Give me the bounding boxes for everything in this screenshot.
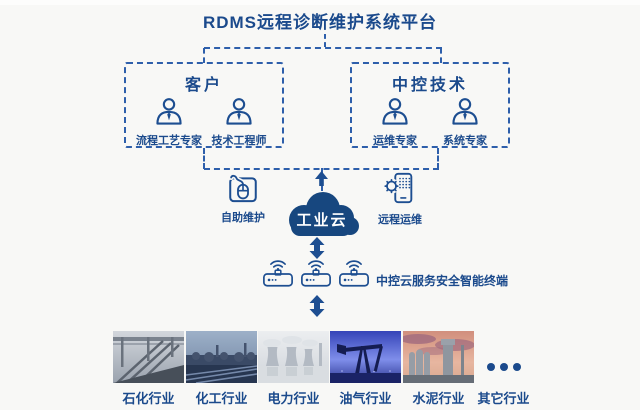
cloud-icon xyxy=(280,189,364,239)
industry-item-others: 其它行业 xyxy=(468,331,539,407)
member-tech-engineer: 技术工程师 xyxy=(204,98,274,148)
industry-label: 其它行业 xyxy=(477,391,530,406)
wireless-terminal-icon xyxy=(300,259,332,293)
industry-photo-petrochemical xyxy=(113,331,184,383)
customer-members: 流程工艺专家 技术工程师 xyxy=(126,98,282,148)
member-label: 运维专家 xyxy=(373,135,417,147)
industry-label: 电力行业 xyxy=(267,391,320,406)
double-arrow-icon xyxy=(309,294,325,323)
self-service-block: 自助维护 xyxy=(212,172,274,225)
industry-item-cement: 水泥行业 xyxy=(403,331,474,407)
connector-rise-left xyxy=(203,148,205,169)
cloud-label: 工业云 xyxy=(296,212,348,229)
industry-label: 水泥行业 xyxy=(412,391,465,406)
connector-top-horizontal xyxy=(204,47,442,49)
industry-label: 油气行业 xyxy=(339,391,392,406)
industry-label: 化工行业 xyxy=(195,391,248,406)
industry-item-petrochemical: 石化行业 xyxy=(113,331,184,407)
member-system-expert: 系统专家 xyxy=(430,98,500,148)
member-ops-expert: 运维专家 xyxy=(360,98,430,148)
supcon-group-box: 中控技术 运维专家 xyxy=(350,62,510,148)
industry-item-oil-gas: 油气行业 xyxy=(330,331,401,407)
self-service-label: 自助维护 xyxy=(221,212,265,224)
industry-photo-power xyxy=(258,331,329,383)
more-dots-icon xyxy=(468,331,539,383)
connector-title-stem xyxy=(324,34,326,47)
top-strip xyxy=(0,0,640,5)
remote-ops-label: 远程运维 xyxy=(378,214,422,226)
connector-drop-left xyxy=(203,48,205,63)
industry-photo-cement xyxy=(403,331,474,383)
phone-gear-icon xyxy=(381,171,419,210)
industry-photo-oil-gas xyxy=(330,331,401,383)
connector-drop-right xyxy=(440,48,442,63)
industry-label: 石化行业 xyxy=(122,391,175,406)
member-label: 系统专家 xyxy=(443,135,487,147)
supcon-group-title: 中控技术 xyxy=(391,77,468,94)
member-process-expert: 流程工艺专家 xyxy=(134,98,204,148)
supcon-members: 运维专家 系统专家 xyxy=(352,98,508,148)
customer-group-title: 客户 xyxy=(184,77,223,94)
person-icon xyxy=(153,98,185,130)
industry-item-chemical: 化工行业 xyxy=(186,331,257,407)
page-title: RDMS远程诊断维护系统平台 xyxy=(202,13,438,32)
customer-group-box: 客户 流程工艺专家 xyxy=(124,62,284,148)
member-label: 流程工艺专家 xyxy=(136,135,202,147)
industry-photo-chemical xyxy=(186,331,257,383)
member-label: 技术工程师 xyxy=(211,135,267,147)
wireless-terminal-icon xyxy=(262,259,294,293)
arrow-up-icon xyxy=(315,171,328,191)
connector-rise-right xyxy=(437,148,439,169)
double-arrow-icon xyxy=(309,237,325,264)
mouse-in-square-icon xyxy=(224,172,262,208)
person-icon xyxy=(223,98,255,130)
terminals-label: 中控云服务安全智能终端 xyxy=(376,274,509,288)
person-icon xyxy=(379,98,411,130)
remote-ops-block: 远程运维 xyxy=(368,171,432,227)
wireless-terminal-icon xyxy=(338,259,370,293)
industry-item-power: 电力行业 xyxy=(258,331,329,407)
person-icon xyxy=(449,98,481,130)
